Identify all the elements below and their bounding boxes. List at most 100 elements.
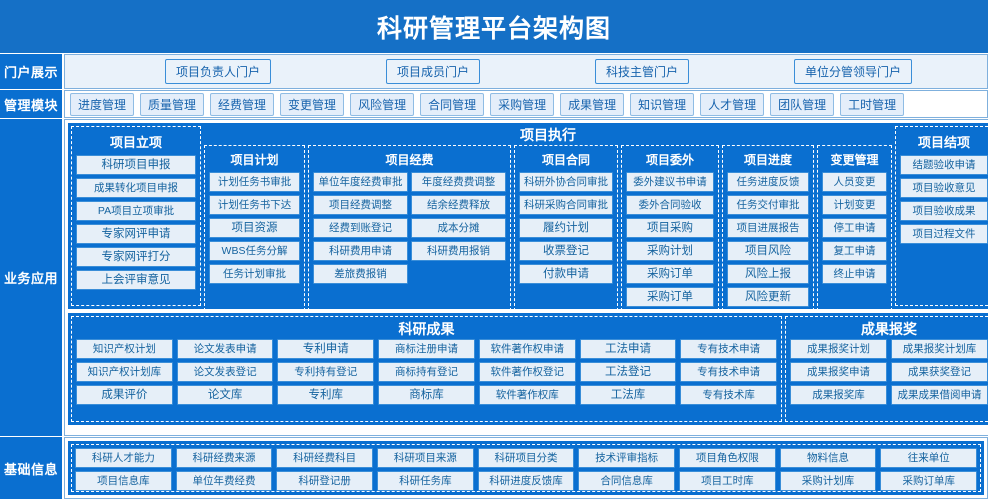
item-initiation-5[interactable]: 专家网评打分 xyxy=(76,247,196,267)
item-basic-c9-2[interactable]: 采购订单库 xyxy=(880,471,978,491)
item-initiation-2[interactable]: 成果转化项目申报 xyxy=(76,178,196,198)
item-initiation-6[interactable]: 上会评审意见 xyxy=(76,270,196,290)
item-contract-2[interactable]: 科研采购合同审批 xyxy=(519,195,613,215)
item-initiation-1[interactable]: 科研项目申报 xyxy=(76,155,196,175)
item-ach-c2-1[interactable]: 论文发表申请 xyxy=(176,339,274,359)
item-basic-c1-1[interactable]: 科研人才能力 xyxy=(75,448,172,468)
item-ach-c5-1[interactable]: 软件著作权申请 xyxy=(478,339,576,359)
item-outsource-6[interactable]: 采购订单 xyxy=(626,287,714,307)
item-basic-c8-1[interactable]: 物料信息 xyxy=(779,448,877,468)
item-outsource-1[interactable]: 委外建议书申请 xyxy=(626,172,714,192)
module-item-timesheet[interactable]: 工时管理 xyxy=(840,92,905,116)
item-basic-c5-1[interactable]: 科研项目分类 xyxy=(477,448,575,468)
item-funds-l5[interactable]: 差旅费报销 xyxy=(313,264,408,284)
portal-item-project-member[interactable]: 项目成员门户 xyxy=(386,59,481,84)
item-award-c1-2[interactable]: 成果报奖申请 xyxy=(790,362,887,382)
item-award-c2-3[interactable]: 成果成果借阅申请 xyxy=(891,385,988,405)
module-item-funds[interactable]: 经费管理 xyxy=(210,92,275,116)
item-ach-c5-2[interactable]: 软件著作权登记 xyxy=(478,362,576,382)
portal-item-project-leader[interactable]: 项目负责人门户 xyxy=(165,59,272,84)
item-ach-c1-1[interactable]: 知识产权计划 xyxy=(76,339,173,359)
item-contract-1[interactable]: 科研外协合同审批 xyxy=(519,172,613,192)
item-basic-c8-2[interactable]: 采购计划库 xyxy=(779,471,877,491)
item-change-4[interactable]: 复工申请 xyxy=(822,241,887,261)
item-progress-3[interactable]: 项目进展报告 xyxy=(727,218,809,238)
item-funds-l3[interactable]: 经费到账登记 xyxy=(313,218,408,238)
item-ach-c1-2[interactable]: 知识产权计划库 xyxy=(76,362,173,382)
item-outsource-4[interactable]: 采购计划 xyxy=(626,241,714,261)
module-item-risk[interactable]: 风险管理 xyxy=(350,92,415,116)
item-outsource-2[interactable]: 委外合同验收 xyxy=(626,195,714,215)
item-plan-2[interactable]: 计划任务书下达 xyxy=(209,195,300,215)
item-award-c2-2[interactable]: 成果获奖登记 xyxy=(891,362,988,382)
item-outsource-5[interactable]: 采购订单 xyxy=(626,264,714,284)
item-basic-c3-2[interactable]: 科研登记册 xyxy=(276,471,374,491)
item-funds-l1[interactable]: 单位年度经费审批 xyxy=(313,172,408,192)
item-ach-c3-1[interactable]: 专利申请 xyxy=(277,339,375,359)
module-item-knowledge[interactable]: 知识管理 xyxy=(630,92,695,116)
item-change-2[interactable]: 计划变更 xyxy=(822,195,887,215)
item-award-c1-3[interactable]: 成果报奖库 xyxy=(790,385,887,405)
item-contract-4[interactable]: 收票登记 xyxy=(519,241,613,261)
item-ach-c4-3[interactable]: 商标库 xyxy=(378,385,475,405)
item-change-1[interactable]: 人员变更 xyxy=(822,172,887,192)
module-item-change[interactable]: 变更管理 xyxy=(280,92,345,116)
item-funds-l2[interactable]: 项目经费调整 xyxy=(313,195,408,215)
item-plan-1[interactable]: 计划任务书审批 xyxy=(209,172,300,192)
item-basic-c9-1[interactable]: 往来单位 xyxy=(880,448,978,468)
item-award-c1-1[interactable]: 成果报奖计划 xyxy=(790,339,887,359)
module-item-talent[interactable]: 人才管理 xyxy=(700,92,765,116)
item-ach-c5-3[interactable]: 软件著作权库 xyxy=(478,385,576,405)
item-contract-5[interactable]: 付款申请 xyxy=(519,264,613,284)
item-basic-c7-2[interactable]: 项目工时库 xyxy=(679,471,776,491)
item-award-c2-1[interactable]: 成果报奖计划库 xyxy=(891,339,988,359)
module-item-achievement[interactable]: 成果管理 xyxy=(560,92,625,116)
item-ach-c6-1[interactable]: 工法申请 xyxy=(579,339,677,359)
item-funds-r4[interactable]: 科研费用报销 xyxy=(411,241,506,261)
item-progress-1[interactable]: 任务进度反馈 xyxy=(727,172,809,192)
item-closing-1[interactable]: 结题验收申请 xyxy=(900,155,988,175)
item-ach-c3-2[interactable]: 专利持有登记 xyxy=(277,362,375,382)
item-basic-c7-1[interactable]: 项目角色权限 xyxy=(679,448,776,468)
item-progress-5[interactable]: 风险上报 xyxy=(727,264,809,284)
item-ach-c6-2[interactable]: 工法登记 xyxy=(579,362,677,382)
item-funds-r1[interactable]: 年度经费费调整 xyxy=(411,172,506,192)
item-ach-c2-3[interactable]: 论文库 xyxy=(176,385,274,405)
module-item-quality[interactable]: 质量管理 xyxy=(140,92,205,116)
item-initiation-4[interactable]: 专家网评申请 xyxy=(76,224,196,244)
item-closing-2[interactable]: 项目验收意见 xyxy=(900,178,988,198)
item-plan-4[interactable]: WBS任务分解 xyxy=(209,241,300,261)
item-ach-c7-1[interactable]: 专有技术申请 xyxy=(680,339,778,359)
item-ach-c4-1[interactable]: 商标注册申请 xyxy=(378,339,475,359)
item-contract-3[interactable]: 履约计划 xyxy=(519,218,613,238)
item-basic-c4-2[interactable]: 科研任务库 xyxy=(377,471,474,491)
item-basic-c3-1[interactable]: 科研经费科目 xyxy=(276,448,374,468)
item-basic-c6-2[interactable]: 合同信息库 xyxy=(578,471,676,491)
item-funds-r3[interactable]: 成本分摊 xyxy=(411,218,506,238)
portal-item-tech-manager[interactable]: 科技主管门户 xyxy=(595,59,690,84)
item-ach-c4-2[interactable]: 商标持有登记 xyxy=(378,362,475,382)
item-basic-c6-1[interactable]: 技术评审指标 xyxy=(578,448,676,468)
item-ach-c7-2[interactable]: 专有技术申请 xyxy=(680,362,778,382)
item-ach-c2-2[interactable]: 论文发表登记 xyxy=(176,362,274,382)
item-funds-l4[interactable]: 科研费用申请 xyxy=(313,241,408,261)
module-item-contract[interactable]: 合同管理 xyxy=(420,92,485,116)
item-ach-c1-3[interactable]: 成果评价 xyxy=(76,385,173,405)
module-item-procurement[interactable]: 采购管理 xyxy=(490,92,555,116)
item-basic-c2-2[interactable]: 单位年费经费 xyxy=(175,471,273,491)
item-basic-c1-2[interactable]: 项目信息库 xyxy=(75,471,172,491)
item-ach-c7-3[interactable]: 专有技术库 xyxy=(680,385,778,405)
item-basic-c2-1[interactable]: 科研经费来源 xyxy=(175,448,273,468)
item-ach-c3-3[interactable]: 专利库 xyxy=(277,385,375,405)
item-outsource-3[interactable]: 项目采购 xyxy=(626,218,714,238)
portal-item-unit-leader[interactable]: 单位分管领导门户 xyxy=(794,59,913,84)
item-closing-4[interactable]: 项目过程文件 xyxy=(900,224,988,244)
item-plan-3[interactable]: 项目资源 xyxy=(209,218,300,238)
item-basic-c5-2[interactable]: 科研进度反馈库 xyxy=(477,471,575,491)
module-item-team[interactable]: 团队管理 xyxy=(770,92,835,116)
item-change-3[interactable]: 停工申请 xyxy=(822,218,887,238)
item-change-5[interactable]: 终止申请 xyxy=(822,264,887,284)
item-funds-r2[interactable]: 结余经费释放 xyxy=(411,195,506,215)
item-initiation-3[interactable]: PA项目立项审批 xyxy=(76,201,196,221)
item-plan-5[interactable]: 任务计划审批 xyxy=(209,264,300,284)
